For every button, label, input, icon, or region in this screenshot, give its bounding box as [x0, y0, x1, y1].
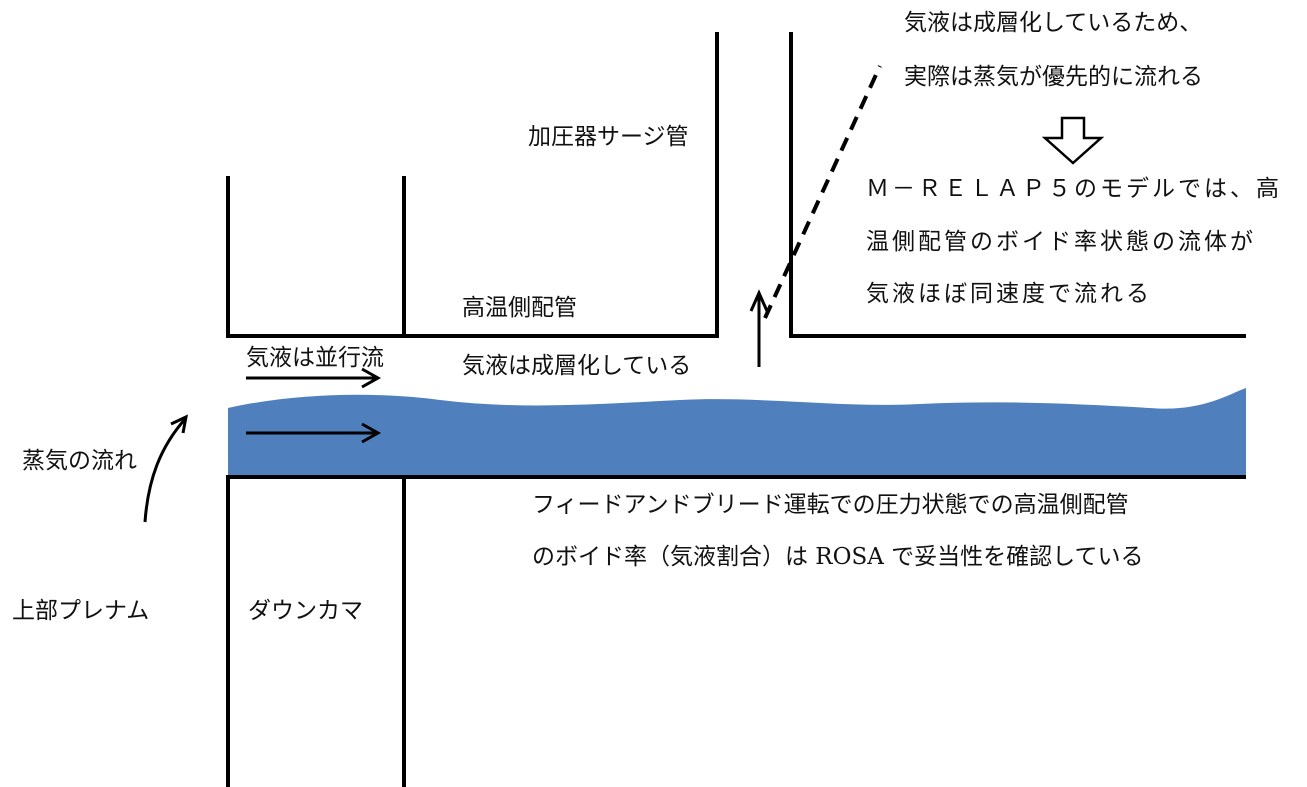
up-arrow-icon [749, 289, 769, 367]
note-bottom-line-1: フィードアンドブリード運転での圧力状態での高温側配管 [532, 492, 1129, 518]
water-layer [228, 388, 1246, 476]
dashed-leader-line [763, 65, 882, 319]
flow-arrow-icon [246, 422, 382, 444]
downcomer-label: ダウンカマ [248, 598, 363, 624]
down-hollow-arrow-icon [1041, 116, 1105, 165]
note-model-line-3: 気液ほぼ同速度で流れる [866, 281, 1152, 307]
hot-leg-label: 高温側配管 [462, 295, 577, 321]
note-top-line-1: 気液は成層化しているため、 [904, 10, 1203, 36]
note-model-line-1: Ｍ－ＲＥＬＡＰ５のモデルでは、高 [866, 176, 1282, 202]
curved-arrow-icon [143, 414, 189, 523]
cocurrent-flow-label: 気液は並行流 [246, 345, 384, 371]
note-top-line-2: 実際は蒸気が優先的に流れる [904, 64, 1203, 90]
flow-arrow-icon [246, 367, 382, 389]
note-bottom-line-2: のボイド率（気液割合）は ROSA で妥当性を確認している [532, 544, 1144, 570]
steam-flow-label: 蒸気の流れ [22, 448, 137, 474]
surge-line-label: 加圧器サージ管 [528, 124, 689, 150]
note-model-line-2: 温側配管のボイド率状態の流体が [866, 229, 1256, 255]
upper-plenum-label: 上部プレナム [12, 598, 150, 624]
stratified-flow-label: 気液は成層化している [462, 353, 692, 379]
